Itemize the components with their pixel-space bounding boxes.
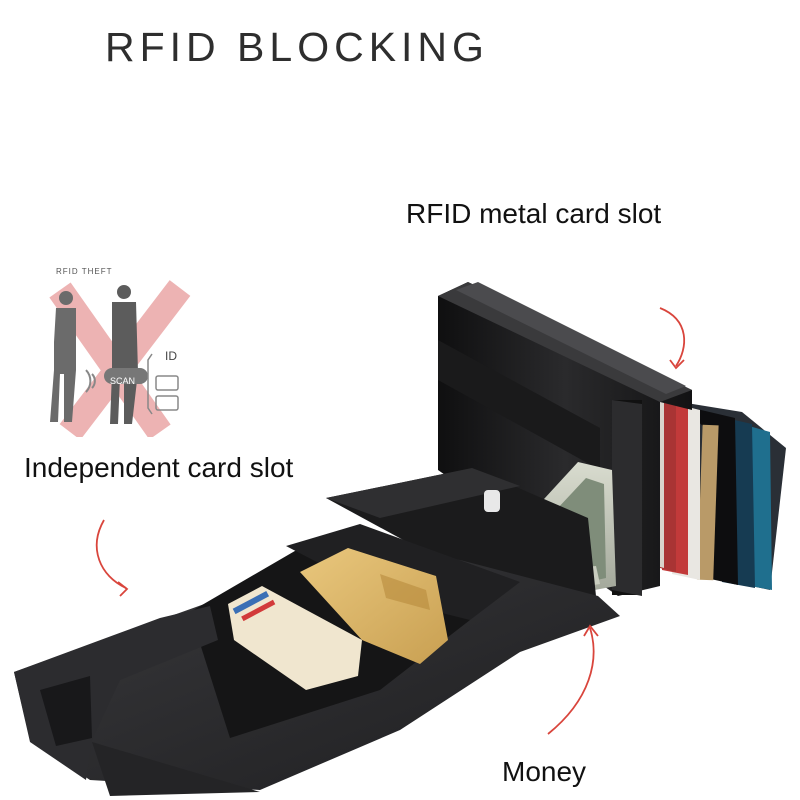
money-label: Money	[502, 756, 587, 787]
credit-card-icon	[155, 395, 179, 411]
id-card-icon	[155, 375, 179, 391]
rfid-metal-card-slot-label: RFID metal card slot	[406, 198, 662, 229]
scan-label: SCAN	[110, 376, 136, 386]
independent-card-slot-label: Independent card slot	[24, 452, 294, 483]
annotation-arrows	[95, 307, 686, 735]
leather-wallet	[14, 524, 620, 796]
arrow-to-metal-slot	[659, 307, 686, 367]
id-label: ID	[165, 349, 177, 363]
thief-icon	[110, 285, 138, 424]
scan-badge	[104, 368, 148, 384]
signal-icon	[85, 369, 96, 393]
person-icon	[50, 291, 76, 422]
arrow-to-money	[547, 627, 595, 735]
arrow-to-card-slot	[95, 519, 127, 589]
fanned-cards	[640, 395, 786, 590]
arrow-to-metal-slot-head	[669, 359, 685, 370]
page-title: RFID BLOCKING	[105, 24, 489, 70]
rfid-metal-case	[438, 282, 692, 596]
arrow-to-money-head	[583, 624, 599, 637]
rfid-theft-illustration	[49, 280, 191, 437]
metal-tray	[326, 468, 596, 612]
rfid-theft-label: RFID THEFT	[56, 267, 113, 276]
arrow-to-card-slot-head	[117, 581, 129, 597]
